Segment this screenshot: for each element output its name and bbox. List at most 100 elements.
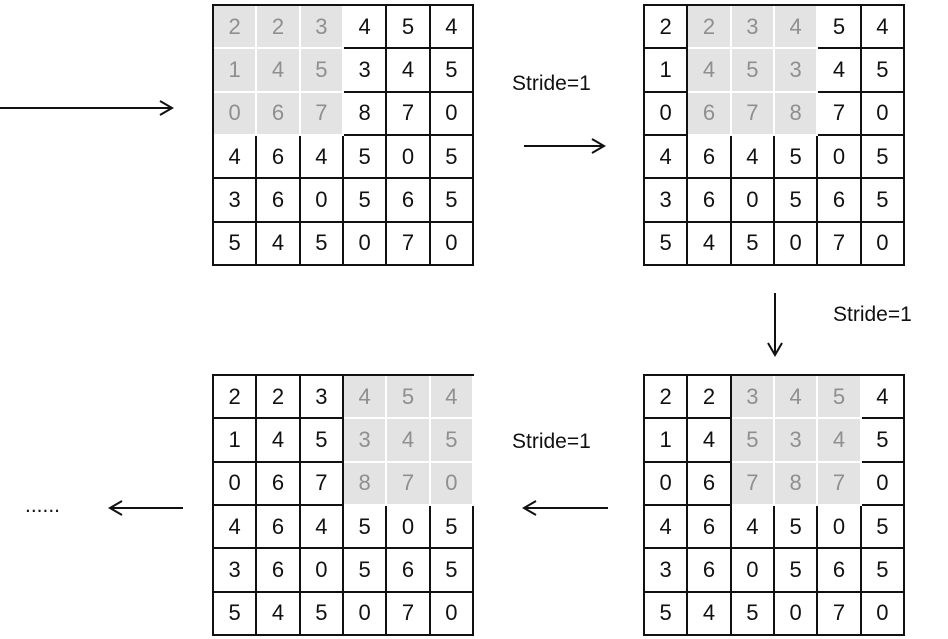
window-cell: 5 bbox=[731, 419, 775, 463]
matrix-cell: 6 bbox=[387, 549, 431, 593]
matrix-cell: 6 bbox=[688, 549, 732, 593]
matrix-cell: 5 bbox=[300, 419, 344, 463]
matrix-cell: 0 bbox=[214, 462, 258, 506]
matrix-cell: 7 bbox=[387, 592, 431, 636]
matrix-cell: 5 bbox=[430, 549, 474, 593]
window-cell: 2 bbox=[688, 6, 732, 50]
matrix-cell: 6 bbox=[257, 549, 301, 593]
window-cell: 4 bbox=[818, 419, 862, 463]
matrix-cell: 6 bbox=[818, 179, 862, 223]
matrix-cell: 3 bbox=[645, 179, 689, 223]
window-cell: 7 bbox=[818, 462, 862, 506]
matrix-cell: 5 bbox=[343, 549, 388, 593]
window-cell: 7 bbox=[300, 92, 344, 136]
window-cell: 5 bbox=[430, 419, 474, 463]
matrix-cell: 5 bbox=[300, 222, 344, 266]
window-cell: 4 bbox=[688, 49, 732, 93]
window-cell: 5 bbox=[387, 376, 431, 420]
matrix-cell: 2 bbox=[645, 376, 689, 420]
matrix-cell: 5 bbox=[300, 592, 344, 636]
matrix-cell: 5 bbox=[214, 222, 258, 266]
matrix-cell: 5 bbox=[774, 179, 819, 223]
matrix-cell: 7 bbox=[387, 222, 431, 266]
matrix-cell: 5 bbox=[774, 505, 819, 550]
matrix-cell: 4 bbox=[688, 222, 732, 266]
matrix-cell: 4 bbox=[688, 419, 732, 463]
matrix-cell: 5 bbox=[214, 592, 258, 636]
continue-arrow-left bbox=[108, 500, 183, 516]
matrix-cell: 4 bbox=[214, 135, 258, 180]
matrix-cell: 3 bbox=[214, 549, 258, 593]
matrix-cell: 0 bbox=[430, 592, 474, 636]
window-cell: 5 bbox=[731, 49, 775, 93]
window-cell: 8 bbox=[774, 92, 819, 136]
matrix-cell: 4 bbox=[343, 6, 388, 50]
window-cell: 4 bbox=[387, 419, 431, 463]
stride-arrow-right bbox=[524, 138, 606, 154]
matrix-cell: 0 bbox=[387, 505, 431, 550]
matrix-cell: 5 bbox=[645, 592, 689, 636]
matrix-cell: 4 bbox=[430, 6, 474, 50]
matrix-cell: 5 bbox=[861, 135, 905, 180]
matrix-cell: 0 bbox=[861, 462, 905, 506]
matrix-cell: 4 bbox=[861, 6, 905, 50]
window-cell: 4 bbox=[774, 6, 819, 50]
matrix-cell: 3 bbox=[214, 179, 258, 223]
window-cell: 8 bbox=[774, 462, 819, 506]
window-cell: 3 bbox=[300, 6, 344, 50]
matrix-cell: 0 bbox=[818, 135, 862, 180]
matrix-cell: 0 bbox=[300, 549, 344, 593]
matrix-cell: 7 bbox=[818, 592, 862, 636]
matrix-cell: 5 bbox=[861, 179, 905, 223]
window-cell: 4 bbox=[430, 376, 474, 420]
matrix-cell: 5 bbox=[774, 135, 819, 180]
matrix-cell: 1 bbox=[645, 49, 689, 93]
matrix-cell: 3 bbox=[300, 376, 344, 420]
matrix-cell: 2 bbox=[645, 6, 689, 50]
matrix-cell: 5 bbox=[430, 135, 474, 180]
window-cell: 7 bbox=[387, 462, 431, 506]
matrix-cell: 0 bbox=[861, 592, 905, 636]
matrix-cell: 6 bbox=[257, 135, 301, 180]
matrix-cell: 4 bbox=[257, 592, 301, 636]
window-cell: 0 bbox=[214, 92, 258, 136]
matrix-cell: 0 bbox=[343, 222, 388, 266]
matrix-cell: 6 bbox=[257, 462, 301, 506]
matrix-cell: 1 bbox=[645, 419, 689, 463]
matrix-cell: 4 bbox=[731, 505, 775, 550]
matrix-cell: 4 bbox=[257, 419, 301, 463]
matrix-cell: 7 bbox=[818, 92, 862, 136]
window-cell: 2 bbox=[257, 6, 301, 50]
matrix-cell: 2 bbox=[688, 376, 732, 420]
stride-label-2: Stride=1 bbox=[833, 303, 912, 326]
matrix-cell: 4 bbox=[300, 135, 344, 180]
window-cell: 3 bbox=[774, 49, 819, 93]
matrix-cell: 5 bbox=[861, 49, 905, 93]
window-cell: 7 bbox=[731, 462, 775, 506]
matrix-cell: 4 bbox=[861, 376, 905, 420]
matrix-cell: 5 bbox=[731, 222, 775, 266]
matrix-cell: 8 bbox=[343, 92, 388, 136]
matrix-cell: 2 bbox=[214, 376, 258, 420]
matrix-cell: 0 bbox=[731, 549, 775, 593]
window-cell: 6 bbox=[257, 92, 301, 136]
window-cell: 8 bbox=[343, 462, 388, 506]
matrix-cell: 6 bbox=[818, 549, 862, 593]
stride-label-3: Stride=1 bbox=[512, 430, 591, 453]
matrix-cell: 0 bbox=[861, 222, 905, 266]
matrix-cell: 5 bbox=[861, 419, 905, 463]
matrix-cell: 2 bbox=[257, 376, 301, 420]
matrix-cell: 7 bbox=[818, 222, 862, 266]
matrix-cell: 5 bbox=[343, 135, 388, 180]
window-cell: 3 bbox=[731, 376, 775, 420]
matrix-cell: 0 bbox=[818, 505, 862, 550]
matrix-cell: 6 bbox=[257, 505, 301, 550]
matrix-cell: 0 bbox=[774, 592, 819, 636]
matrix-cell: 0 bbox=[300, 179, 344, 223]
matrix-cell: 5 bbox=[387, 6, 431, 50]
matrix-cell: 6 bbox=[387, 179, 431, 223]
matrix-cell: 1 bbox=[214, 419, 258, 463]
matrix-cell: 5 bbox=[861, 549, 905, 593]
